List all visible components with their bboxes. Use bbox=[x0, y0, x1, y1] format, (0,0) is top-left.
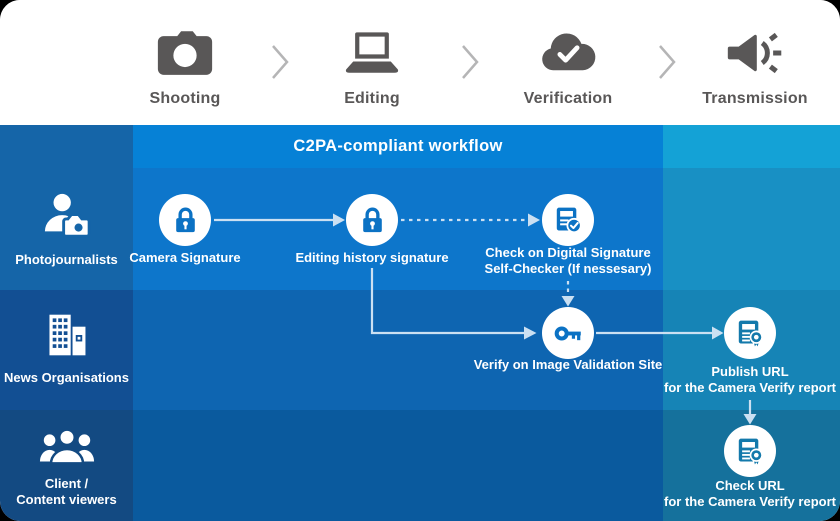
building-icon bbox=[48, 314, 85, 356]
document-ribbon-icon bbox=[738, 438, 763, 466]
actor-label-line2: Content viewers bbox=[16, 492, 117, 507]
label-validation-site: Verify on Image Validation Site bbox=[473, 357, 663, 372]
node-editing-history-signature bbox=[346, 194, 398, 246]
label-check-url: Check URL for the Camera Verify report bbox=[650, 478, 840, 509]
node-validation-site bbox=[542, 307, 594, 359]
chevron-right-icon bbox=[659, 45, 676, 79]
laptop-icon bbox=[297, 26, 447, 80]
label-self-checker-line1: Check on Digital Signature bbox=[485, 245, 651, 260]
photojournalist-icon bbox=[44, 193, 91, 238]
stage-editing: Editing bbox=[297, 26, 447, 108]
actor-label-line1: Client / bbox=[44, 476, 89, 491]
label-editing-history-signature: Editing history signature bbox=[295, 250, 449, 265]
node-camera-signature bbox=[159, 194, 211, 246]
key-icon bbox=[554, 325, 581, 341]
header-band-right bbox=[663, 125, 840, 168]
flow-cell-row1-right bbox=[663, 168, 840, 290]
flow-cell-row3 bbox=[133, 410, 663, 521]
people-icon bbox=[39, 428, 94, 465]
lock-icon bbox=[362, 207, 382, 232]
workflow-title: C2PA-compliant workflow bbox=[293, 137, 503, 155]
label-publish-url: Publish URL for the Camera Verify report bbox=[650, 364, 840, 395]
stage-shooting: Shooting bbox=[110, 26, 260, 108]
chevron-right-icon bbox=[462, 45, 479, 79]
stage-bar: Shooting Editing Verification bbox=[0, 0, 840, 125]
megaphone-icon bbox=[680, 26, 830, 80]
actor-cell-photojournalists: Photojournalists bbox=[0, 168, 133, 290]
header-band-main: C2PA-compliant workflow bbox=[133, 125, 663, 168]
node-self-checker bbox=[542, 194, 594, 246]
label-publish-url-line2: for the Camera Verify report bbox=[664, 379, 836, 395]
stage-label: Shooting bbox=[149, 90, 221, 107]
actor-cell-client-viewers: Client / Content viewers bbox=[0, 410, 133, 521]
document-ribbon-icon bbox=[738, 320, 763, 348]
stage-transmission: Transmission bbox=[680, 26, 830, 108]
node-publish-url bbox=[724, 307, 776, 359]
lock-icon bbox=[175, 207, 195, 232]
document-check-icon bbox=[556, 207, 582, 233]
label-check-url-line1: Check URL bbox=[715, 478, 785, 493]
camera-icon bbox=[110, 26, 260, 80]
actor-cell-news-organisations: News Organisations bbox=[0, 290, 133, 410]
stage-label: Verification bbox=[523, 90, 613, 107]
stage-label: Transmission bbox=[702, 90, 808, 107]
label-check-url-line2: for the Camera Verify report bbox=[664, 493, 836, 509]
cloud-check-icon bbox=[493, 26, 643, 80]
label-self-checker: Check on Digital Signature Self-Checker … bbox=[463, 245, 673, 276]
actor-label: News Organisations bbox=[4, 370, 129, 385]
stage-verification: Verification bbox=[493, 26, 643, 108]
stage-label: Editing bbox=[344, 90, 400, 107]
label-camera-signature: Camera Signature bbox=[129, 250, 241, 265]
node-check-url bbox=[724, 425, 776, 477]
chevron-right-icon bbox=[272, 45, 289, 79]
label-self-checker-line2: Self-Checker (If nessesary) bbox=[484, 260, 652, 276]
header-band-left bbox=[0, 125, 133, 168]
label-publish-url-line1: Publish URL bbox=[711, 364, 789, 379]
actor-label: Photojournalists bbox=[15, 252, 118, 267]
